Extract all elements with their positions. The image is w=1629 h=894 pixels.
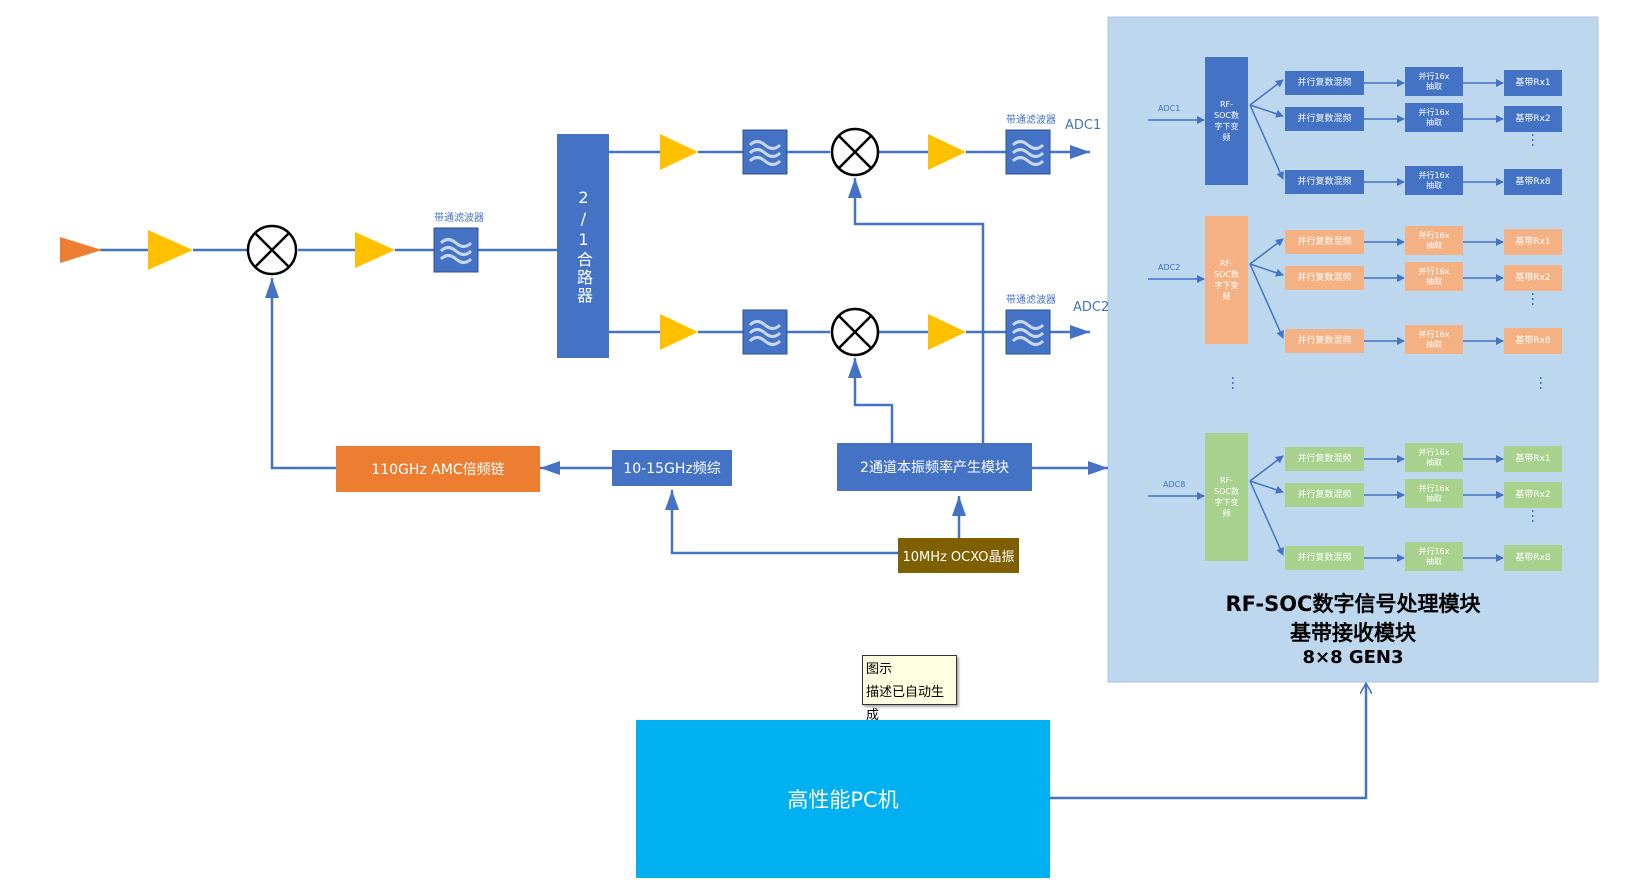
signal-line xyxy=(1249,104,1284,180)
decimator-block: 并行16x抽取 xyxy=(1405,67,1463,96)
bpf-label-main: 带通滤波器 xyxy=(434,213,484,224)
rfsoc-adc-input-label: ADC2 xyxy=(1158,263,1181,272)
decimator-block: 并行16x抽取 xyxy=(1405,166,1463,195)
decimator-block: 并行16x抽取 xyxy=(1405,325,1463,354)
decimator-block: 并行16x抽取 xyxy=(1405,262,1463,291)
decimator-block: 并行16x抽取 xyxy=(1405,479,1463,508)
image-tooltip: 图示 描述已自动生成 xyxy=(862,655,957,723)
decimator-block: 并行16x抽取 xyxy=(1405,443,1463,472)
ellipsis-dot xyxy=(1532,144,1534,146)
adc2-label: ADC2 xyxy=(1073,300,1110,315)
rfsoc-subtitle: 基带接收模块 xyxy=(1290,621,1416,645)
bandpass-filter-icon xyxy=(1004,128,1052,176)
amplifier-icon xyxy=(928,314,966,350)
bandpass-filter-icon xyxy=(741,128,789,176)
baseband-rx-block: 基带Rx1 xyxy=(1504,229,1562,255)
amplifier-icon xyxy=(660,134,698,170)
signal-line xyxy=(1249,263,1284,277)
ellipsis-dot xyxy=(1532,520,1534,522)
ellipsis-dot xyxy=(1532,298,1534,300)
decimator-block: 并行16x抽取 xyxy=(1405,103,1463,132)
combiner-block xyxy=(557,134,609,358)
complex-mixer-block: 并行复数混频 xyxy=(1285,266,1364,290)
ddc-block: RF-SOC数字下变频 xyxy=(1205,216,1248,344)
bandpass-filter-icon xyxy=(741,308,789,356)
rfsoc-adc-input-label: ADC1 xyxy=(1158,104,1181,113)
signal-line xyxy=(1249,79,1284,106)
baseband-rx-block: 基带Rx8 xyxy=(1504,545,1562,571)
ellipsis-dot xyxy=(1532,510,1534,512)
signal-source-icon xyxy=(60,237,102,263)
amplifier-icon xyxy=(928,134,966,170)
signal-line xyxy=(1249,104,1284,118)
baseband-rx-block: 基带Rx1 xyxy=(1504,446,1562,472)
signal-line xyxy=(1249,455,1284,482)
baseband-rx-block: 基带Rx8 xyxy=(1504,169,1562,195)
mixer-icon xyxy=(830,307,880,357)
ellipsis-dot xyxy=(1532,293,1534,295)
ellipsis-dot xyxy=(1532,303,1534,305)
pc-block: 高性能PC机 xyxy=(636,720,1050,878)
bandpass-filter-icon xyxy=(432,226,480,274)
amplifier-icon xyxy=(148,230,193,270)
baseband-rx-block: 基带Rx2 xyxy=(1504,482,1562,508)
complex-mixer-block: 并行复数混频 xyxy=(1285,447,1364,471)
bandpass-filter-icon xyxy=(1004,308,1052,356)
complex-mixer-block: 并行复数混频 xyxy=(1285,170,1364,194)
adc1-label: ADC1 xyxy=(1065,118,1102,133)
ellipsis-dot xyxy=(1532,139,1534,141)
bpf-label-top: 带通滤波器 xyxy=(1006,115,1056,126)
rfsoc-adc-input-label: ADC8 xyxy=(1163,480,1186,489)
signal-line xyxy=(1249,480,1284,494)
baseband-rx-block: 基带Rx2 xyxy=(1504,106,1562,132)
synthesizer-block: 10-15GHz频综 xyxy=(612,450,732,486)
bpf-label-bottom: 带通滤波器 xyxy=(1006,295,1056,306)
complex-mixer-block: 并行复数混频 xyxy=(1285,329,1364,353)
baseband-rx-block: 基带Rx1 xyxy=(1504,70,1562,96)
ddc-block: RF-SOC数字下变频 xyxy=(1205,57,1248,185)
complex-mixer-block: 并行复数混频 xyxy=(1285,483,1364,507)
signal-line xyxy=(1249,263,1284,339)
ocxo-block: 10MHz OCXO晶振 xyxy=(898,538,1019,573)
complex-mixer-block: 并行复数混频 xyxy=(1285,71,1364,95)
lo-generator-block: 2通道本振频率产生模块 xyxy=(837,443,1032,491)
ddc-block: RF-SOC数字下变频 xyxy=(1205,433,1248,561)
rfsoc-title: RF-SOC数字信号处理模块 xyxy=(1225,592,1481,616)
ellipsis-dot xyxy=(1532,515,1534,517)
mixer-icon xyxy=(830,127,880,177)
rfsoc-version: 8×8 GEN3 xyxy=(1302,647,1404,668)
signal-line xyxy=(1249,480,1284,556)
complex-mixer-block: 并行复数混频 xyxy=(1285,546,1364,570)
complex-mixer-block: 并行复数混频 xyxy=(1285,230,1364,254)
complex-mixer-block: 并行复数混频 xyxy=(1285,107,1364,131)
baseband-rx-block: 基带Rx8 xyxy=(1504,328,1562,354)
decimator-block: 并行16x抽取 xyxy=(1405,542,1463,571)
baseband-rx-block: 基带Rx2 xyxy=(1504,265,1562,291)
ellipsis-dot xyxy=(1532,134,1534,136)
mixer-icon xyxy=(246,224,298,276)
amplifier-icon xyxy=(660,314,698,350)
amplifier-icon xyxy=(355,232,395,268)
combiner-label: 2/1合路器 xyxy=(574,187,593,305)
signal-line xyxy=(1249,238,1284,265)
amc-multiplier-block: 110GHz AMC倍频链 xyxy=(336,446,540,492)
decimator-block: 并行16x抽取 xyxy=(1405,226,1463,255)
